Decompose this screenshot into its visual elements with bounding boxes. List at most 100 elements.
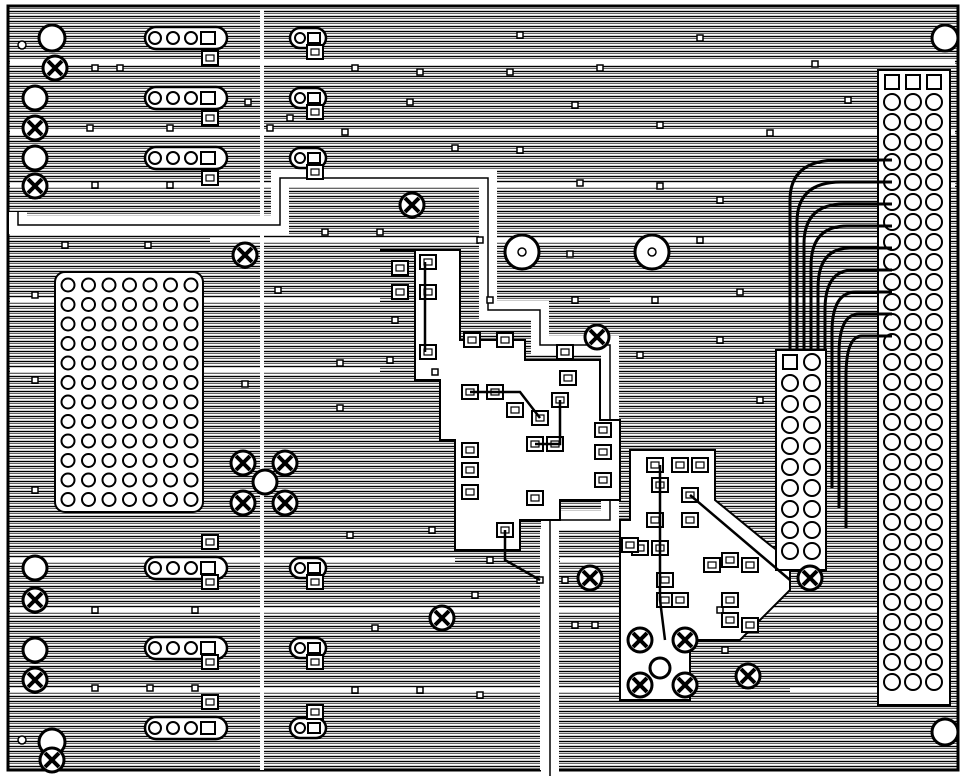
smd-pad-icon — [465, 446, 475, 454]
smd-pad-icon — [307, 92, 321, 104]
smd-pad-icon — [307, 152, 321, 164]
through-hole-pad-icon — [60, 355, 76, 371]
thermal-relief-icon — [626, 671, 654, 699]
through-hole-pad-icon — [60, 414, 76, 429]
through-hole-pad-icon — [925, 653, 943, 671]
through-hole-pad-icon — [781, 416, 799, 434]
via-icon — [721, 646, 729, 654]
smd-pad-icon — [598, 426, 608, 434]
ribbon-trace — [795, 180, 892, 388]
via-icon — [696, 34, 704, 42]
ribbon-trace — [830, 290, 892, 488]
through-hole-pad-icon — [60, 492, 76, 507]
vias — [31, 31, 852, 699]
through-hole-pad-icon — [803, 416, 821, 434]
through-hole-pad-icon — [904, 593, 922, 611]
via-icon — [716, 336, 724, 344]
smd-pad-icon — [500, 336, 510, 344]
smd-pad-icon — [685, 516, 695, 524]
ribbon-trace — [837, 312, 892, 508]
via-icon — [321, 228, 329, 236]
through-hole-pad-icon — [904, 193, 922, 211]
thermal-relief-icon — [671, 626, 699, 654]
through-hole-pad-icon — [142, 453, 158, 468]
through-hole-pad-icon — [904, 633, 922, 651]
via-icon — [416, 686, 424, 694]
through-hole-pad-icon — [294, 562, 306, 574]
through-hole-pad-icon — [122, 277, 137, 293]
through-hole-pad-icon — [142, 316, 158, 332]
through-hole-pad-icon — [81, 492, 96, 507]
through-hole-pad-icon — [294, 32, 306, 44]
ribbon-trace — [802, 202, 892, 408]
through-hole-pad-icon — [904, 433, 922, 451]
through-hole-pad-icon — [904, 173, 922, 191]
through-hole-pad-icon — [81, 433, 96, 449]
through-hole-pad-icon — [294, 642, 306, 654]
through-hole-pad-icon — [142, 472, 158, 488]
through-hole-pad-icon — [883, 233, 901, 251]
mounting-hole-icon — [37, 23, 67, 53]
through-hole-pad-icon — [883, 93, 901, 111]
through-hole-pad-icon — [81, 394, 96, 410]
through-hole-pad-icon — [925, 473, 943, 491]
through-hole-pad-icon — [142, 414, 158, 429]
via-icon — [286, 114, 294, 122]
through-hole-pad-icon — [904, 273, 922, 291]
through-hole-pad-icon — [904, 513, 922, 531]
through-hole-pad-icon — [81, 453, 96, 468]
through-hole-pad-icon — [60, 453, 76, 468]
through-hole-pad-icon — [148, 31, 162, 45]
via-icon — [266, 124, 274, 132]
through-hole-pad-icon — [904, 313, 922, 331]
through-hole-pad-icon — [904, 153, 922, 171]
through-hole-pad-icon — [904, 673, 922, 691]
via-icon — [471, 591, 479, 599]
via-icon — [576, 179, 584, 187]
through-hole-pad-icon — [163, 355, 178, 371]
through-hole-pad-icon — [925, 353, 943, 371]
thermal-relief-icon — [583, 323, 611, 351]
smd-pad-icon — [625, 541, 635, 549]
thermal-relief-icon — [21, 666, 49, 694]
smd-pad-icon — [905, 74, 921, 90]
smd-pad-icon — [200, 151, 216, 165]
smd-pad-icon — [307, 32, 321, 44]
smd-pad-icon — [467, 336, 477, 344]
smd-pad-icon — [782, 354, 798, 370]
through-hole-pad-icon — [925, 193, 943, 211]
through-hole-pad-icon — [883, 673, 901, 691]
via-icon — [566, 250, 574, 258]
smd-pad-icon — [205, 658, 215, 666]
through-hole-pad-icon — [60, 433, 76, 449]
smd-pad-icon — [310, 578, 320, 586]
through-hole-pad-icon — [904, 653, 922, 671]
through-hole-pad-icon — [163, 394, 178, 410]
smd-pad-icon — [563, 374, 573, 382]
through-hole-pad-icon — [904, 473, 922, 491]
thermal-relief-icon — [229, 449, 257, 477]
through-hole-pad-icon — [781, 479, 799, 497]
through-hole-pad-icon — [925, 673, 943, 691]
through-hole-pad-icon — [803, 437, 821, 455]
through-hole-pad-icon — [781, 437, 799, 455]
via-icon — [811, 60, 819, 68]
through-hole-pad-icon — [60, 297, 76, 312]
through-hole-pad-icon — [904, 413, 922, 431]
smd-pad-icon — [745, 621, 755, 629]
through-hole-pad-icon — [803, 500, 821, 518]
through-hole-pad-icon — [81, 316, 96, 332]
through-hole-pad-icon — [81, 297, 96, 312]
through-hole-pad-icon — [883, 213, 901, 231]
through-hole-pad-icon — [925, 133, 943, 151]
through-hole-pad-icon — [60, 336, 76, 351]
through-hole-pad-icon — [803, 395, 821, 413]
through-hole-pad-icon — [122, 297, 137, 312]
smd-pad-icon — [200, 31, 216, 45]
through-hole-pad-icon — [904, 553, 922, 571]
via-icon — [591, 621, 599, 629]
through-hole-pad-icon — [148, 641, 162, 655]
through-hole-pad-icon — [803, 458, 821, 476]
through-hole-pad-icon — [148, 91, 162, 105]
